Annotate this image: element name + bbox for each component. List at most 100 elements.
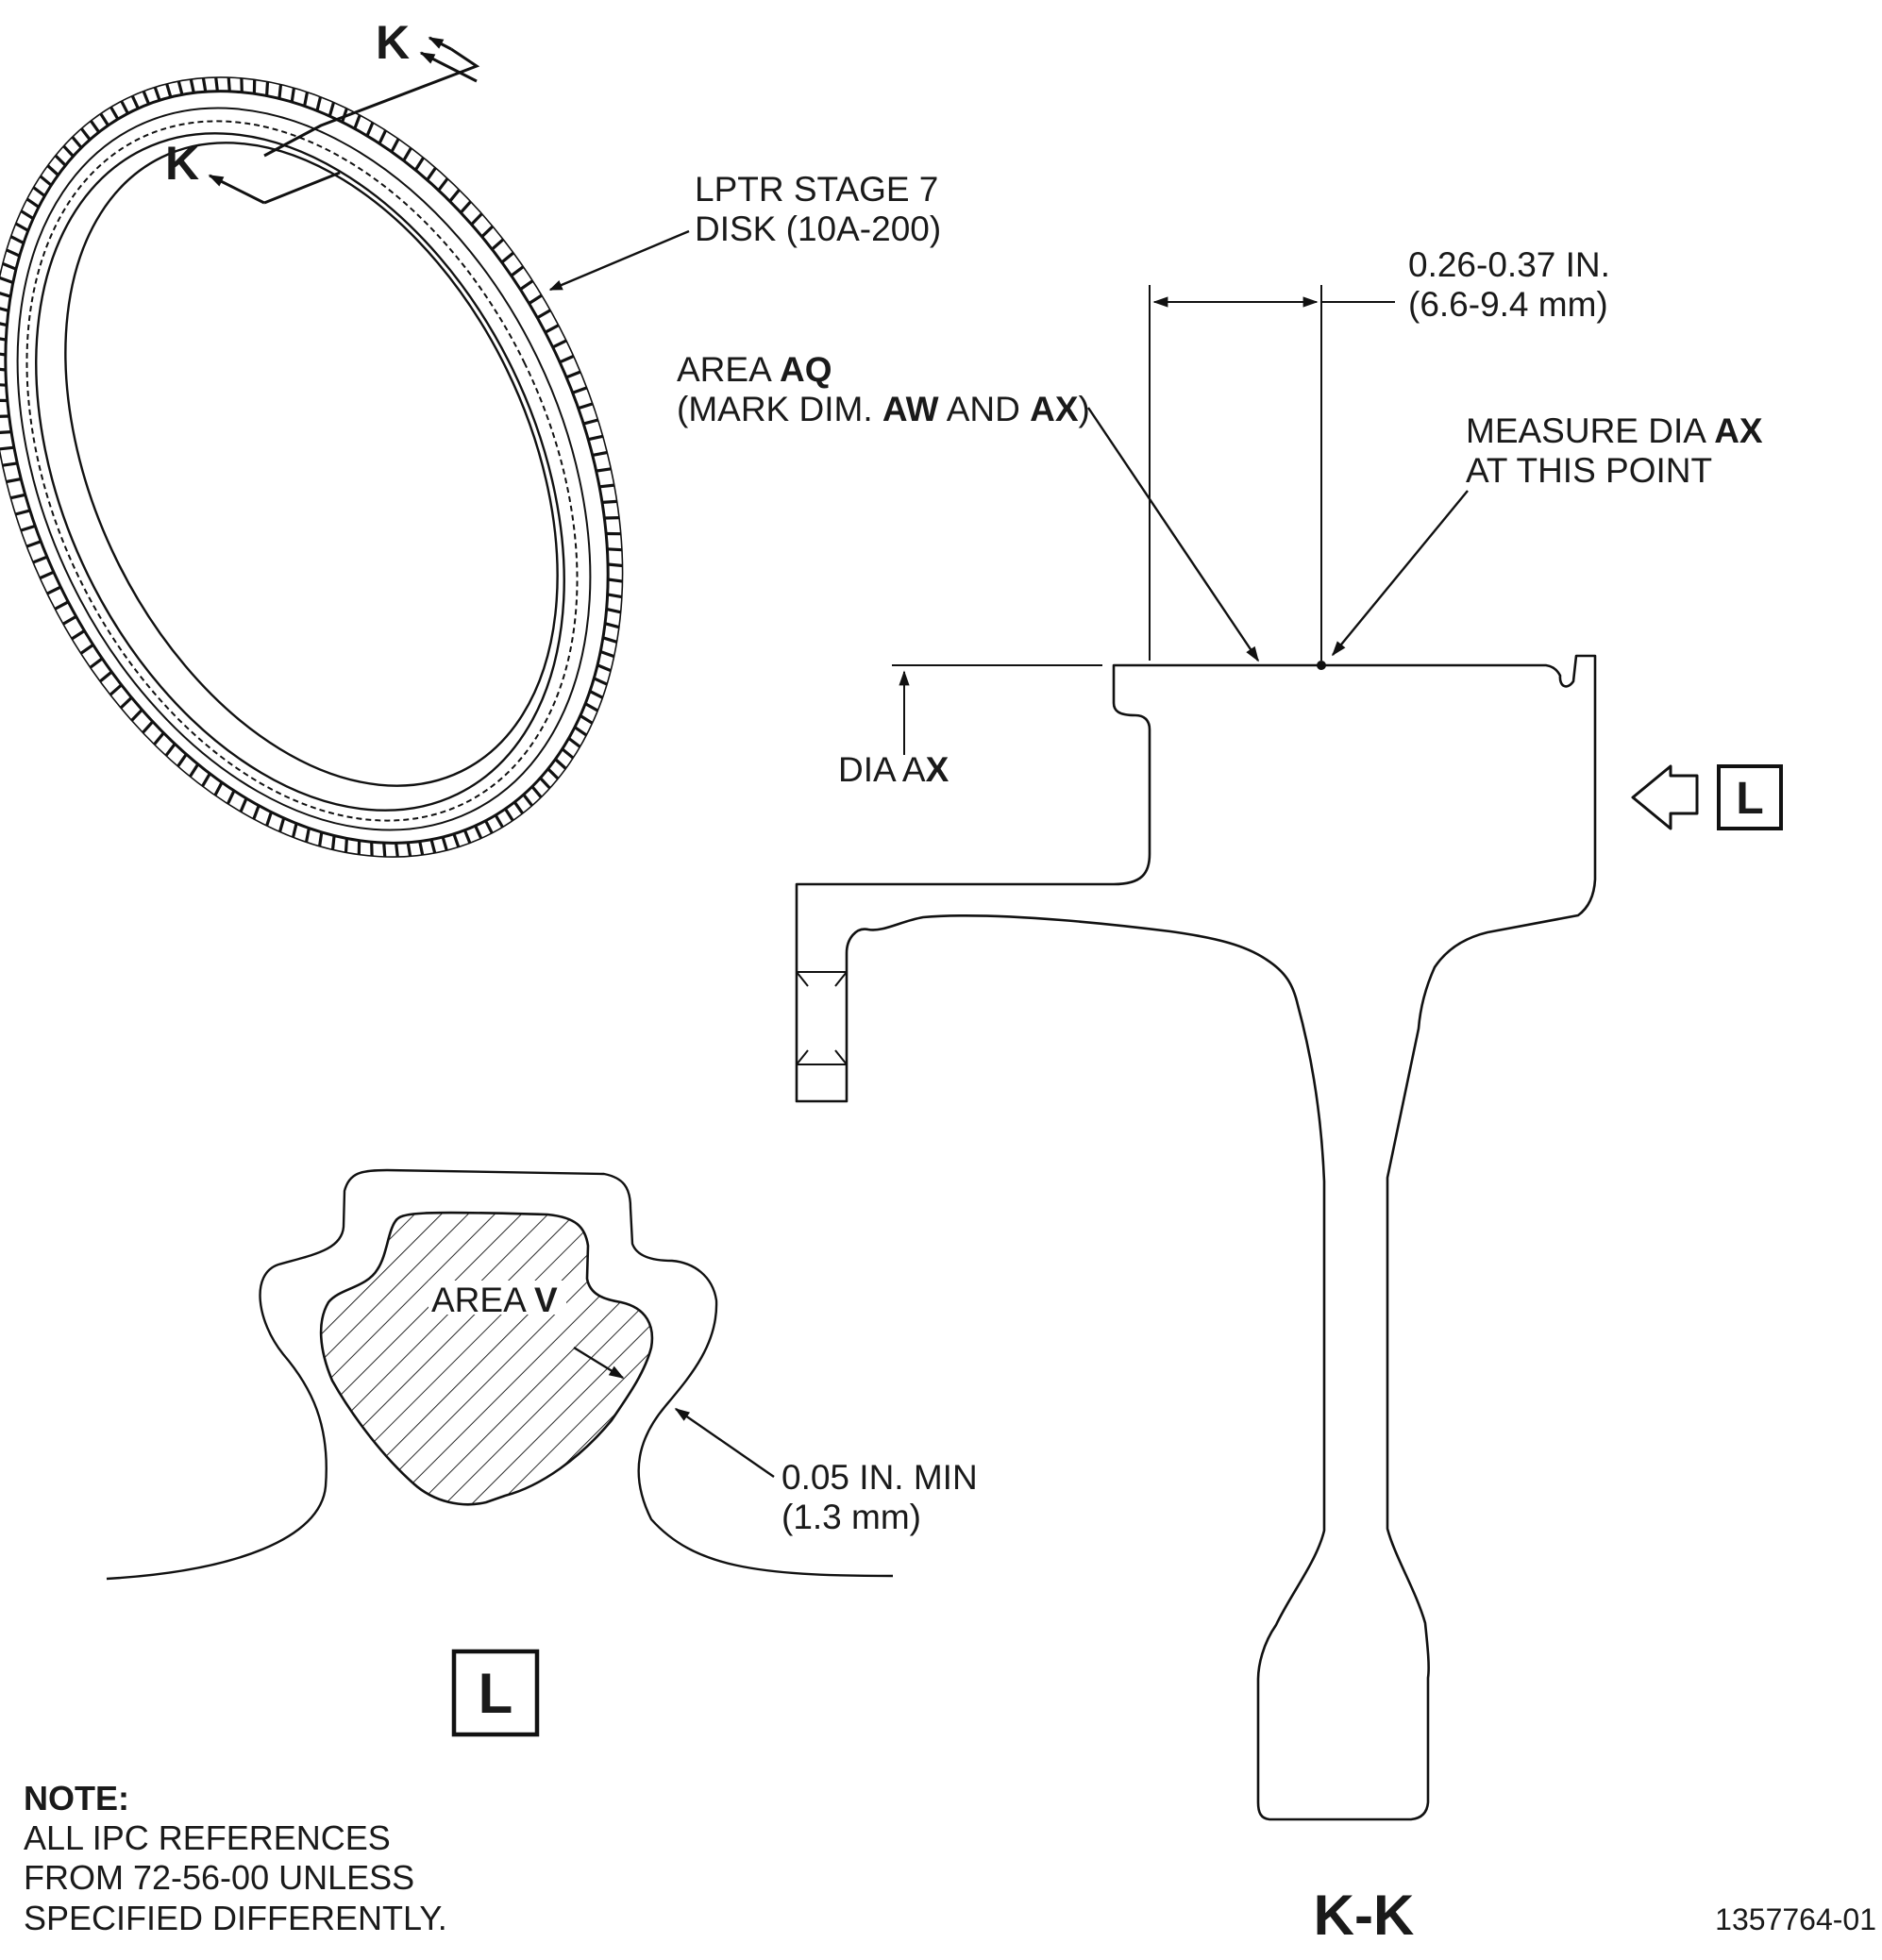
figure-id: 1357764-01 [1715,1902,1876,1936]
disk-tooth [226,790,236,805]
dim-mm-value: (6.6-9.4 mm) [1408,285,1608,324]
disk-tooth [474,825,483,840]
disk-tooth [214,76,219,92]
disk-tooth [452,833,461,848]
disk-tooth [607,578,623,583]
disk-tooth [599,649,615,659]
section-cut-mark-bottom: K [165,137,341,205]
disk-tooth [318,831,324,846]
disk-tooth [9,235,25,245]
disk-tooth [579,714,594,725]
area-aq-leader [1087,407,1259,662]
disk-tooth [559,354,575,364]
min-inch-label: 0.05 IN. MIN [781,1458,978,1497]
min-mm-label: (1.3 mm) [781,1498,921,1536]
disk-tooth [201,772,211,788]
disk-leader-line [548,229,690,292]
disk-tooth [406,842,412,857]
disk-tooth [441,836,448,851]
disk-tooth [98,670,113,683]
disk-tooth [89,657,104,669]
area-v-label: AREA V [431,1281,558,1319]
disk-teeth [0,76,624,858]
disk-tooth [395,843,399,858]
disk-tooth [14,509,31,516]
disk-tooth [462,829,472,844]
disk-tooth [32,555,48,564]
disk-tooth [165,83,173,98]
disk-tooth [0,367,7,372]
disk-tooth [572,386,588,394]
disk-tooth [15,222,29,232]
disk-tooth [2,261,17,271]
disk-tooth [437,177,449,192]
disk-tooth [382,842,387,858]
disk-tooth [142,720,154,734]
disk-tooth [328,102,336,117]
disk-tooth [330,835,336,850]
disk-tooth [510,265,525,277]
disk-tooth [291,823,298,838]
disk-tooth [20,209,35,220]
view-l-box-letter: L [1736,774,1763,824]
disk-tooth [213,781,224,796]
note-line1: ALL IPC REFERENCES [24,1818,391,1857]
disk-tooth [0,445,15,451]
disk-tooth [418,841,425,856]
note-line3: SPECIFIED DIFFERENTLY. [24,1899,447,1937]
measure-leader [1331,490,1469,657]
disk-tooth [353,114,361,129]
disk-tooth [504,808,514,822]
disk-tooth [109,106,120,121]
disk-tooth [315,96,323,111]
disk-tooth [0,430,12,434]
disk-tooth [0,276,14,285]
disk-tooth [561,747,575,760]
section-kk-title: K-K [1314,1884,1415,1947]
disk-tooth [239,797,248,812]
disk-tooth [470,212,483,226]
disk-tooth [522,794,533,807]
disk-tooth [25,540,42,548]
disk-tooth [189,78,195,93]
measure-point [1317,661,1326,670]
disk-tooth [164,743,176,757]
disk-tooth [62,144,75,158]
disk-tooth [46,164,59,176]
disk-tooth [201,77,208,92]
disk-tooth [500,251,515,264]
lptr-stage7-disk [0,76,624,858]
disk-tooth [589,689,604,699]
disk-tooth [119,696,133,710]
disk-tooth [176,753,188,768]
disk-tooth [390,138,400,153]
disk-tooth [601,499,617,504]
disk-tooth [448,189,461,203]
disk-tooth [153,731,165,745]
disk-tooth [584,702,598,712]
disk-tooth [71,629,86,641]
disk-tooth [528,293,543,305]
disk-tooth [303,92,310,107]
mark-dim-label: (MARK DIM. AW AND AX) [677,390,1090,428]
disk-tooth [265,812,273,827]
disk-tooth [567,737,581,748]
view-l-slot-detail [106,1168,894,1581]
min-leader [674,1408,775,1478]
view-l-direction-arrow: L [1631,764,1783,830]
disk-tooth [519,279,534,292]
disk-tooth [593,677,608,686]
disk-label-line1: LPTR STAGE 7 [695,170,938,209]
disk-tooth [536,309,551,320]
disk-tooth [39,570,55,580]
disk-tooth [578,402,594,410]
disk-tooth [99,112,109,126]
disk-tooth [25,197,41,209]
disk-tooth [513,800,525,814]
disk-tooth [426,166,437,181]
disk-tooth [153,86,161,101]
disk-tooth [176,80,184,95]
disk-tooth [530,785,543,798]
disk-tooth [0,383,7,387]
